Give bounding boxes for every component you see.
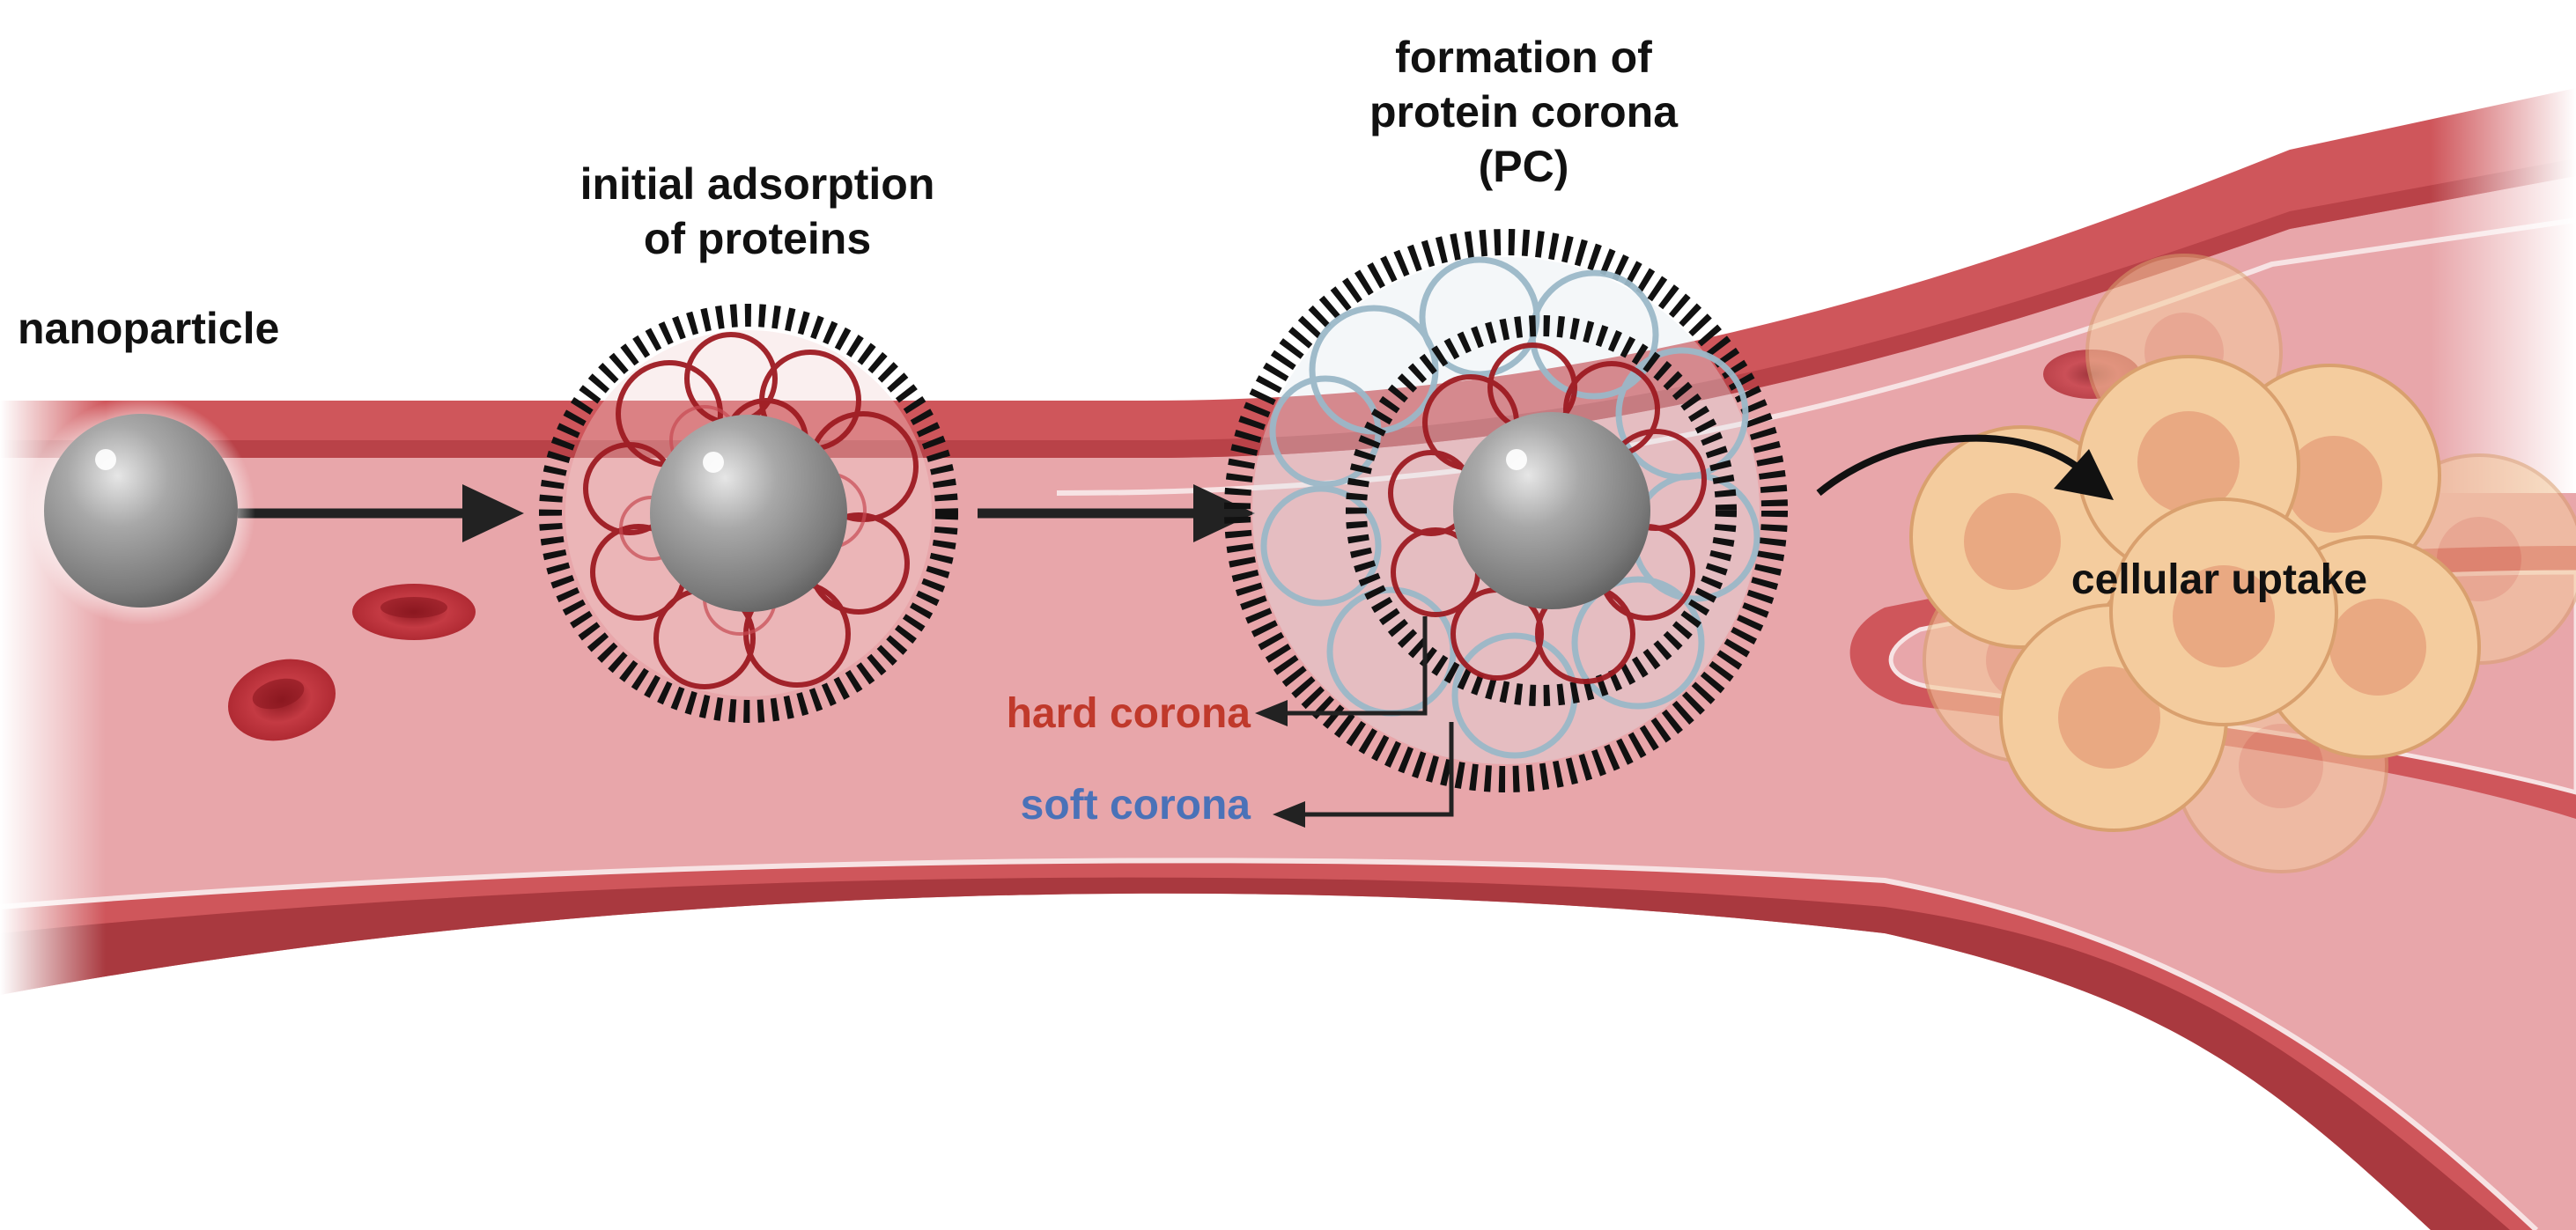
label-cellular-uptake: cellular uptake [2070, 556, 2368, 603]
initial-adsorption-particle [539, 304, 958, 723]
arrow-to-adsorption [238, 484, 524, 542]
cell-icon [2109, 497, 2338, 726]
adsorption-tick-ring [539, 304, 958, 723]
label-formation-line-1: formation of [1395, 33, 1652, 82]
red-blood-cell-icon [352, 584, 476, 640]
uptake-arrow [1816, 434, 2114, 500]
label-formation-protein-corona: formation of protein corona (PC) [1321, 30, 1726, 194]
nanoparticle-sphere-icon [650, 415, 847, 612]
vessel-inner-line-bottom [0, 858, 2539, 1230]
label-nanoparticle: nanoparticle [18, 304, 280, 353]
fade-top-right [2431, 0, 2576, 493]
label-initial-adsorption-line-1: initial adsorption [579, 159, 935, 209]
protein-corona-particle [1224, 229, 1788, 792]
soft-corona-tick-ring [1224, 229, 1788, 792]
soft-corona-pointer [1273, 722, 1454, 828]
label-formation-line-3: (PC) [1478, 142, 1569, 191]
nanoparticle-sphere-icon [26, 396, 255, 625]
label-formation-line-2: protein corona [1369, 87, 1679, 136]
nanoparticle-sphere-icon [1453, 412, 1650, 609]
red-blood-cell-icon [227, 659, 336, 741]
hard-corona-pointer [1255, 616, 1428, 726]
vessel-wall-dark-band [0, 877, 2510, 1230]
label-soft-corona: soft corona [1020, 782, 1251, 829]
arrow-to-formation [978, 484, 1255, 542]
label-initial-adsorption-line-2: of proteins [643, 214, 872, 263]
label-hard-corona: hard corona [1006, 690, 1251, 737]
hard-corona-tick-ring [1346, 315, 1737, 706]
label-initial-adsorption: initial adsorption of proteins [528, 157, 986, 266]
